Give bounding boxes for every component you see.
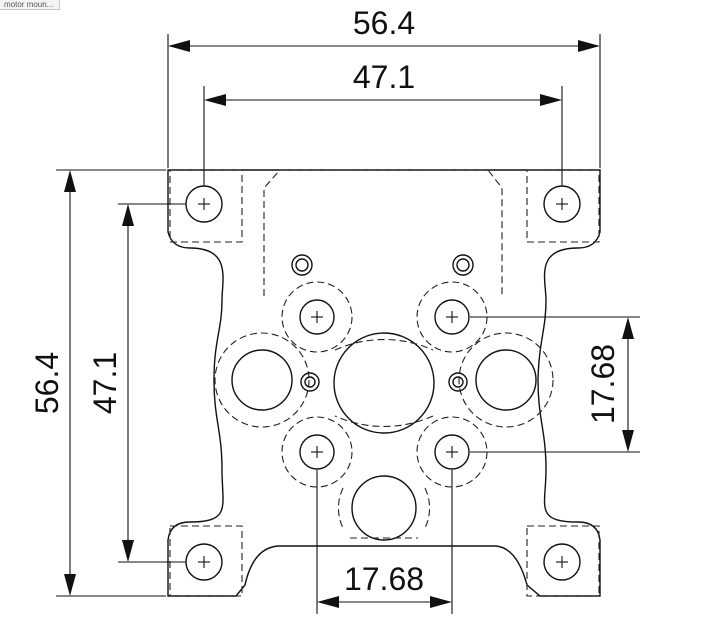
dimension-overall-width: 56.4	[167, 5, 601, 168]
dimension-small-hole-vertical: 17.68	[470, 316, 640, 453]
side-hole-right-hidden	[458, 332, 554, 428]
pin-hole-mid-right	[448, 372, 468, 392]
dimension-small-hole-horizontal: 17.68	[316, 470, 453, 614]
hidden-inner-cutout	[263, 169, 503, 296]
side-hole-left-hidden	[214, 332, 310, 428]
pin-hole-mid-left	[300, 372, 320, 392]
central-bore	[333, 332, 435, 434]
dimension-hole-spacing-width: 47.1	[203, 59, 563, 186]
motor-hole-top-left	[281, 281, 353, 353]
dimension-overall-height-label: 56.4	[29, 352, 65, 414]
corner-hole-top-right	[526, 169, 600, 243]
hidden-bore-boundary	[334, 338, 434, 428]
corner-hole-bottom-right	[526, 525, 600, 597]
dimension-hole-spacing-height: 47.1	[87, 203, 186, 563]
bottom-hole	[351, 475, 417, 541]
side-hole-left	[231, 349, 293, 411]
dimension-hole-spacing-height-label: 47.1	[87, 352, 123, 414]
pin-hole-upper-right	[452, 254, 474, 276]
motor-hole-bottom-left	[281, 416, 353, 488]
dimension-small-hole-vertical-label: 17.68	[585, 344, 621, 424]
plate-outline	[167, 169, 601, 597]
corner-hole-bottom-left	[169, 525, 243, 597]
window-title-tab[interactable]: motor moun...	[0, 0, 61, 10]
dimension-overall-width-label: 56.4	[353, 5, 415, 41]
dimension-overall-height: 56.4	[29, 169, 166, 597]
dimension-small-hole-horizontal-label: 17.68	[344, 561, 424, 597]
bottom-hole-hidden	[337, 487, 431, 539]
pin-hole-upper-left	[291, 254, 313, 276]
side-hole-right	[475, 349, 537, 411]
corner-hole-top-left	[169, 169, 243, 243]
dimension-hole-spacing-width-label: 47.1	[353, 59, 415, 95]
